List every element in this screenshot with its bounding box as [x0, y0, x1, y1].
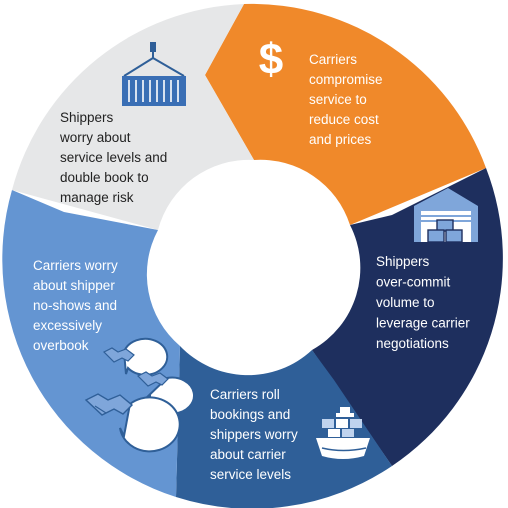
segment-text-line: no-shows and: [33, 298, 117, 313]
segment-text-line: shippers worry: [210, 427, 298, 442]
dollar-icon: $: [259, 35, 283, 84]
segment-text-carriers-worry-no-shows: Carriers worry about shipper no-shows and e…: [33, 258, 118, 353]
segment-carriers-compromise: [205, 3, 486, 226]
segment-shippers-double-book: [12, 4, 254, 230]
segment-text-line: overbook: [33, 338, 89, 353]
svg-text:$: $: [259, 35, 283, 84]
segment-text-line: bookings and: [210, 407, 290, 422]
segment-text-line: reduce cost: [309, 112, 379, 127]
segment-text-shippers-over-commit: Shippers over-commit volume to leverage car…: [376, 254, 470, 351]
segment-text-line: worry about: [59, 130, 131, 145]
segment-text-line: and prices: [309, 132, 372, 147]
segment-text-line: Carriers worry: [33, 258, 118, 273]
segment-text-shippers-double-book: Shippers worry about service levels and dou…: [59, 110, 167, 205]
segment-text-carriers-roll-bookings: Carriers roll bookings and shippers worry a…: [210, 387, 298, 482]
segment-text-line: compromise: [309, 72, 383, 87]
segment-text-line: volume to: [376, 295, 435, 310]
segment-text-line: service to: [309, 92, 367, 107]
container-crane-icon: [122, 42, 186, 106]
segment-text-line: negotiations: [376, 336, 449, 351]
segment-text-line: Carriers roll: [210, 387, 280, 402]
segment-text-line: Carriers: [309, 52, 357, 67]
segment-text-line: over-commit: [376, 275, 451, 290]
segment-text-line: leverage carrier: [376, 316, 470, 331]
segment-carriers-roll-bookings: [176, 346, 392, 508]
segment-text-line: about carrier: [210, 447, 286, 462]
segment-text-line: excessively: [33, 318, 102, 333]
segment-text-line: double book to: [60, 170, 149, 185]
cargo-ship-icon: [316, 407, 370, 459]
segment-text-line: Shippers: [376, 254, 430, 269]
handshake-bubbles-icon: [84, 337, 195, 453]
segment-text-line: manage risk: [60, 190, 134, 205]
segment-text-line: service levels: [210, 467, 291, 482]
segment-text-carriers-compromise: Carriers compromise service to reduce cost a…: [309, 52, 383, 147]
segment-text-line: Shippers: [60, 110, 114, 125]
warehouse-icon: [414, 188, 478, 243]
segment-text-line: about shipper: [33, 278, 115, 293]
segment-text-line: service levels and: [60, 150, 167, 165]
